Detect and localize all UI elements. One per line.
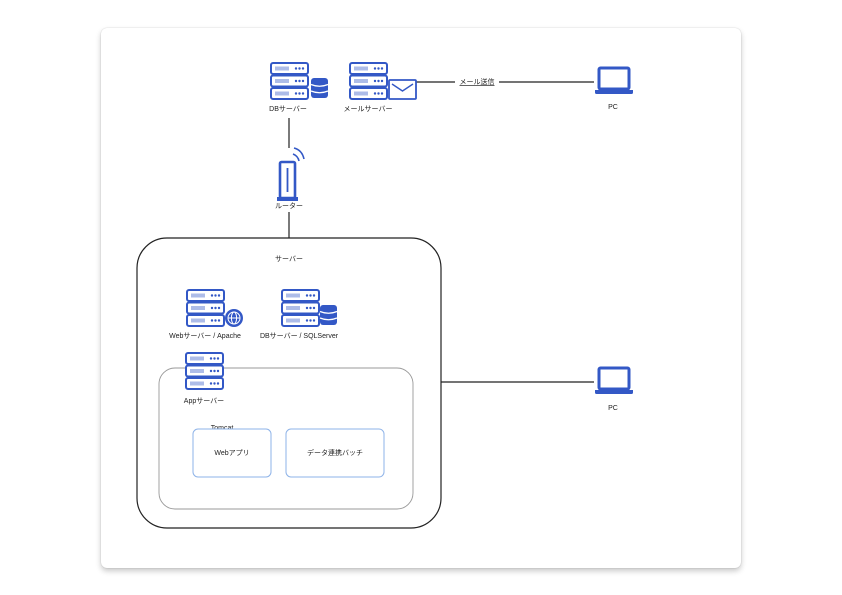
connection-lines — [288, 81, 594, 383]
db-server-node: DBサーバー — [269, 62, 329, 113]
pc-bottom-label: PC — [608, 405, 618, 412]
db-server-label: DBサーバー — [269, 105, 307, 113]
server-icon — [270, 62, 309, 100]
web-server-node: Webサーバー / Apache — [169, 289, 243, 340]
batch-box — [285, 428, 385, 478]
server-group-label: サーバー — [275, 255, 303, 263]
router-icon — [277, 147, 305, 201]
laptop-icon — [593, 366, 635, 396]
server-icon — [185, 352, 224, 390]
server-icon — [186, 289, 225, 327]
server-icon — [281, 289, 320, 327]
mail-server-node: メールサーバー — [344, 62, 417, 113]
batch-label: データ連携バッチ — [307, 448, 363, 457]
server-icon — [349, 62, 388, 100]
web-app-label: Webアプリ — [214, 449, 249, 457]
globe-icon — [225, 309, 243, 327]
router-node: ルーター — [275, 147, 305, 210]
web-server-label: Webサーバー / Apache — [169, 332, 241, 340]
pc-top-node: PC — [593, 66, 635, 111]
app-server-label: Appサーバー — [184, 397, 224, 405]
web-app-box — [192, 428, 272, 478]
mail-icon — [388, 79, 417, 100]
db-server2-node: DBサーバー / SQLServer — [260, 289, 339, 340]
mail-link-label-bg — [455, 75, 499, 86]
app-server-node: Appサーバー — [184, 352, 224, 405]
database-icon — [310, 77, 329, 99]
mail-server-label: メールサーバー — [344, 105, 393, 113]
db-server2-label: DBサーバー / SQLServer — [260, 332, 339, 340]
router-label: ルーター — [275, 201, 303, 210]
pc-bottom-node: PC — [593, 366, 635, 412]
laptop-icon — [593, 66, 635, 96]
database-icon — [319, 304, 338, 326]
pc-top-label: PC — [608, 104, 618, 111]
mail-link-label: メール送信 — [460, 77, 495, 86]
